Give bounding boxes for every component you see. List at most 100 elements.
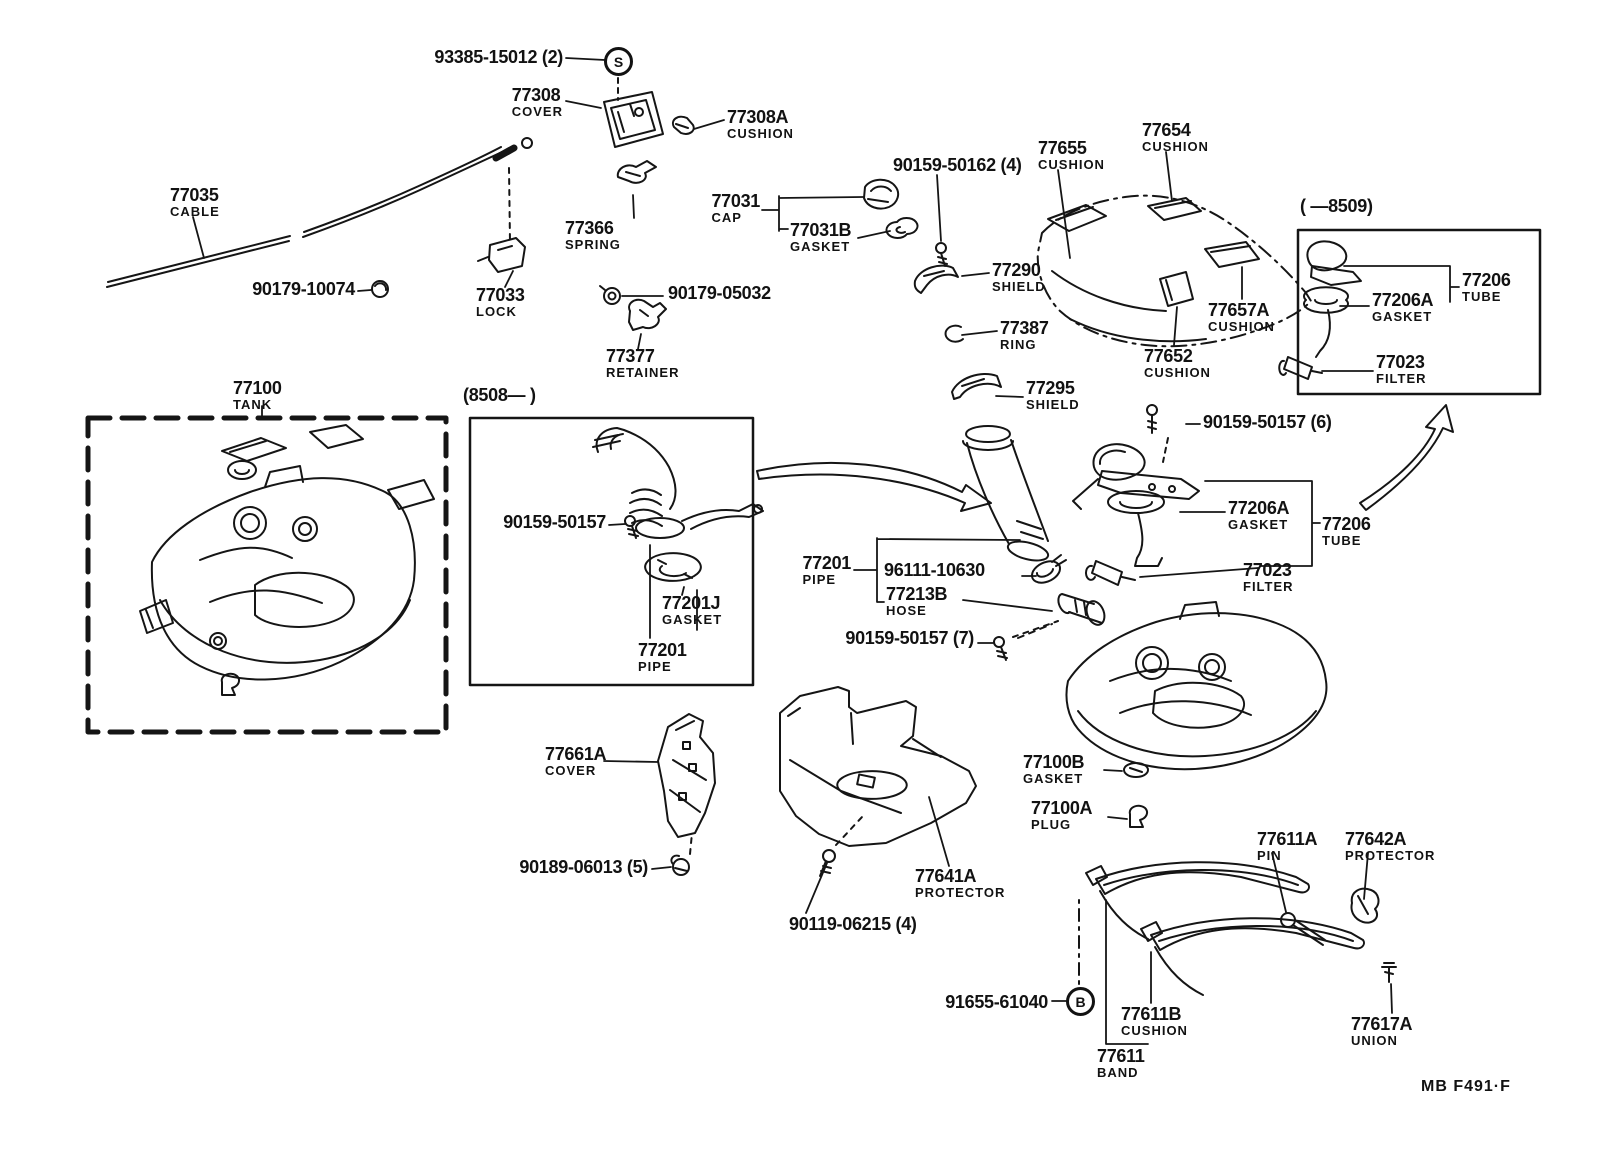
- part-label-90179-05032: 90179-05032: [668, 284, 771, 303]
- part-name: GASKET: [1372, 308, 1433, 324]
- part-label-93385-15012-2: 93385-15012 (2): [434, 48, 563, 67]
- retainer-drawing: [628, 298, 667, 331]
- part-number: 77100B: [1023, 752, 1085, 772]
- part-number: 77661A: [545, 744, 607, 764]
- part-label-90159-50157-7: 90159-50157 (7): [845, 629, 974, 648]
- part-number: 77295: [1026, 378, 1075, 398]
- part-name: SHIELD: [992, 278, 1046, 294]
- part-name: PIN: [1257, 847, 1282, 863]
- part-number: 77206: [1462, 270, 1511, 290]
- part-number: 77213B: [886, 584, 948, 604]
- part-label-91655-61040: 91655-61040: [945, 993, 1048, 1012]
- part-number: 77290: [992, 260, 1041, 280]
- shield-77295-drawing: [951, 373, 1002, 400]
- part-label-90159-50157: 90159-50157: [503, 513, 606, 532]
- part-number: 77201: [638, 640, 687, 660]
- part-number: 77023: [1376, 352, 1425, 372]
- part-number: 77031: [711, 191, 760, 211]
- part-name: GASKET: [1023, 770, 1084, 786]
- part-name: LOCK: [476, 303, 517, 319]
- part-name: PLUG: [1031, 816, 1072, 832]
- hose-drawing: [1017, 593, 1106, 639]
- part-number: 77031B: [790, 220, 852, 240]
- part-number: 77308: [511, 85, 561, 105]
- shield-77290-drawing: [913, 264, 959, 294]
- part-number: (8508— ): [463, 385, 536, 405]
- bolt-6-icon: [1146, 404, 1169, 463]
- fuel-tank-drawing: [150, 465, 416, 681]
- gasket-77100b-icon: [1123, 762, 1149, 778]
- part-name: CUSHION: [1038, 156, 1105, 172]
- part-name: COVER: [545, 762, 597, 778]
- sender-8509-drawing: [1278, 240, 1362, 380]
- cover-cushion-icon: [672, 115, 695, 135]
- part-number: 77611A: [1257, 829, 1318, 849]
- variant-8508-box: [468, 416, 755, 687]
- part-number: 77641A: [915, 866, 977, 886]
- filler-pipe-drawing: [962, 425, 1050, 562]
- part-label-90179-10074: 90179-10074: [252, 280, 355, 299]
- union-77617a-icon: [1381, 962, 1397, 983]
- part-name: SPRING: [565, 236, 621, 252]
- part-number: 77033: [476, 285, 525, 305]
- tank-loose-parts-drawing: [139, 424, 435, 696]
- part-name: GASKET: [790, 238, 851, 254]
- hose-clamp-drawing: [1031, 554, 1067, 584]
- part-name: FILTER: [1376, 370, 1427, 386]
- clip-90189-icon: [670, 854, 690, 876]
- part-number: 77611: [1097, 1046, 1145, 1066]
- part-name: CUSHION: [1142, 138, 1209, 154]
- leader-lines: [192, 57, 1460, 1045]
- part-name: TANK: [233, 396, 273, 412]
- filler-pipe-8508-drawing: [592, 427, 764, 582]
- part-number: 77652: [1144, 346, 1193, 366]
- part-number: 77206A: [1228, 498, 1290, 518]
- part-name: PROTECTOR: [915, 884, 1006, 900]
- part-name: BAND: [1097, 1064, 1139, 1080]
- pin-77611a-icon: [1280, 912, 1326, 946]
- body-floor-silhouette: [1036, 194, 1312, 348]
- part-number: 90159-50162 (4): [893, 155, 1022, 175]
- part-number: 90189-06013 (5): [519, 857, 648, 877]
- part-number: 91655-61040: [945, 992, 1048, 1012]
- part-number: 90119-06215 (4): [789, 914, 917, 934]
- part-name: FILTER: [1243, 578, 1294, 594]
- screw-90119-icon: [819, 849, 836, 877]
- tank-dashed-box: [85, 415, 449, 735]
- part-number: 77387: [1000, 318, 1049, 338]
- page-code: MB F491·F: [1421, 1078, 1511, 1095]
- part-name: CAP: [711, 209, 742, 225]
- part-name: PIPE: [802, 571, 837, 587]
- part-number: 90159-50157: [503, 512, 606, 532]
- part-name: TUBE: [1462, 288, 1502, 304]
- part-number: 77206A: [1372, 290, 1434, 310]
- ring-77387-drawing: [944, 324, 964, 343]
- arrow-8508-to-pipe: [756, 461, 992, 512]
- nut-icon: [599, 285, 621, 305]
- part-number: 90159-50157 (6): [1203, 412, 1332, 432]
- cover-77661a-drawing: [657, 713, 716, 855]
